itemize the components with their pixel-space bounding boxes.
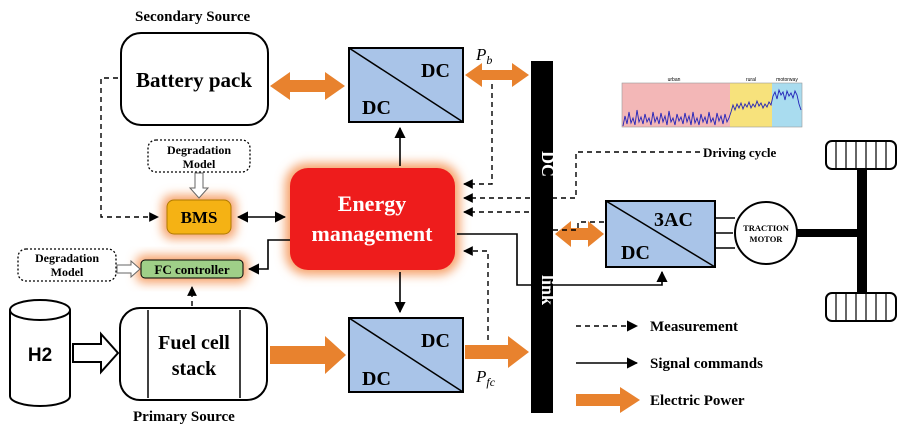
- legend-measurement-label: Measurement: [650, 319, 738, 335]
- degradation-top-line1: Degradation: [167, 143, 231, 157]
- battery-pack-label: Battery pack: [136, 68, 252, 92]
- urban-label: urban: [668, 77, 681, 83]
- power-arrow-fuelcell: [270, 336, 346, 374]
- legend-signal-label: Signal commands: [650, 356, 763, 372]
- traction-motor-line1: TRACTION: [743, 223, 790, 233]
- fuel-cell-stack-box: [119, 307, 268, 401]
- dc-link-bottom-label: link: [538, 275, 558, 305]
- energy-management-line1: Energy: [338, 191, 406, 216]
- fc-controller-label: FC controller: [154, 262, 229, 277]
- degradation-left-line2: Model: [51, 265, 84, 279]
- dc-3ac-inverter: 3AC DC: [605, 200, 716, 268]
- energy-management-line2: management: [312, 221, 434, 246]
- bms-box: [166, 199, 232, 235]
- h2-tank: [9, 299, 71, 407]
- fuel-cell-line2: stack: [172, 358, 217, 380]
- power-arrow-pb: [465, 63, 529, 87]
- degradation-left-line1: Degradation: [35, 251, 99, 265]
- dc-link-top-label: DC: [538, 151, 558, 177]
- converter-bottom-out-label: DC: [421, 330, 450, 352]
- signal-lines: [236, 126, 668, 314]
- legend-power-label: Electric Power: [650, 393, 745, 409]
- traction-motor-line2: MOTOR: [750, 234, 784, 244]
- wheel-top: [825, 140, 897, 170]
- fuel-cell-line1: Fuel cell: [158, 332, 230, 354]
- driving-cycle-label: Driving cycle: [703, 145, 777, 160]
- energy-management-box: [290, 168, 455, 270]
- power-arrow-inverter: [555, 221, 604, 247]
- primary-source-label: Primary Source: [133, 409, 235, 425]
- h2-label: H2: [28, 345, 52, 366]
- converter-bottom-in-label: DC: [362, 368, 391, 390]
- degradation-to-bms-arrow: [188, 172, 210, 199]
- driving-cycle-chart: urban rural motorway: [606, 74, 812, 134]
- power-arrow-pfc: [465, 336, 529, 368]
- degradation-model-box-left: [17, 248, 117, 282]
- motorway-region: [772, 83, 802, 127]
- inverter-dc-label: DC: [621, 242, 650, 264]
- fc-controller-box: [140, 259, 244, 279]
- power-arrow-battery: [270, 72, 345, 100]
- rural-label: rural: [746, 77, 756, 83]
- converter-top-in-label: DC: [362, 97, 391, 119]
- bms-label: BMS: [181, 208, 218, 227]
- pfc-label: Pfc: [475, 367, 496, 389]
- vehicle-drivetrain: [797, 140, 897, 322]
- pb-label: Pb: [475, 45, 492, 67]
- inverter-to-motor-lines: [715, 217, 735, 249]
- secondary-source-label: Secondary Source: [135, 9, 250, 25]
- wheel-bottom: [825, 292, 897, 322]
- measurement-lines: [100, 77, 700, 340]
- battery-pack-box: [120, 32, 269, 126]
- degradation-to-fc-arrow: [116, 259, 141, 279]
- degradation-top-line2: Model: [183, 157, 216, 171]
- h2-flow-arrow: [72, 331, 120, 375]
- legend-power-arrow: [576, 387, 640, 413]
- motorway-label: motorway: [776, 77, 798, 83]
- dc-dc-converter-top: DC DC: [348, 47, 464, 123]
- traction-motor: [734, 201, 798, 265]
- inverter-ac-label: 3AC: [654, 209, 693, 231]
- speed-trace: [622, 88, 802, 127]
- dc-dc-converter-bottom: DC DC: [348, 317, 464, 393]
- dc-link-bus: [531, 61, 553, 413]
- legend: Measurement Signal commands Electric Pow…: [576, 319, 763, 413]
- converter-top-out-label: DC: [421, 60, 450, 82]
- degradation-model-box-top: [147, 139, 251, 173]
